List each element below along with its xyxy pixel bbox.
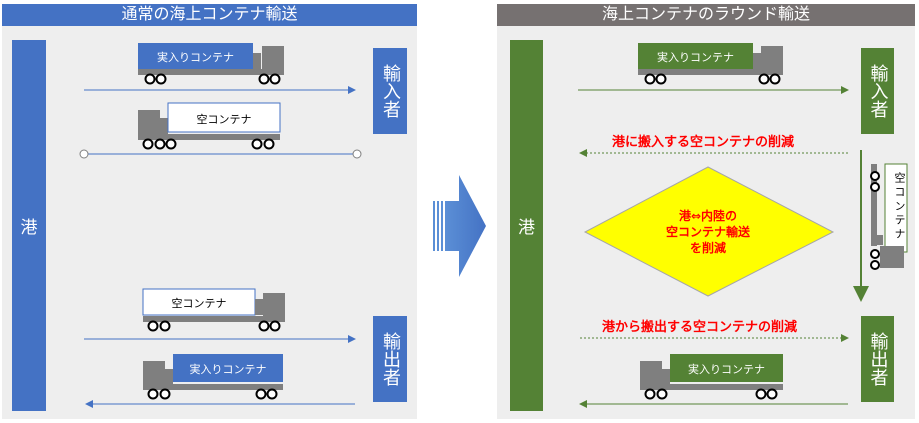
right-panel-title: 海上コンテナのラウンド輸送 [497, 4, 915, 26]
left-connector-line [79, 149, 362, 159]
left-export-empty-truck [142, 288, 285, 332]
reduction-outbound-text: 港から搬出する空コンテナの削減 [602, 320, 798, 335]
left-export-full-label: 実入りコンテナ [189, 363, 267, 376]
left-importer-box: 輸入者 [373, 48, 407, 134]
right-bottom-truck [640, 354, 783, 400]
left-export-full-truck [143, 354, 283, 400]
left-port-label: 港 [20, 218, 38, 238]
left-importer-label: 輸入者 [380, 64, 401, 118]
left-port-bar: 港 [12, 40, 46, 411]
right-importer-label: 輸入者 [867, 64, 889, 118]
transition-arrow-icon [433, 175, 486, 277]
diamond-text-line2: 空コンテナ輸送 [665, 225, 750, 239]
reduction-diamond [583, 166, 835, 297]
left-exporter-label: 輸出者 [380, 332, 401, 386]
right-vertical-truck [870, 163, 908, 270]
reduction-inbound-text: 港に搬入する空コンテナの削減 [612, 135, 795, 150]
right-top-container-label: 実入りコンテナ [657, 51, 734, 64]
right-exporter-label: 輸出者 [867, 332, 889, 386]
right-top-truck [638, 43, 783, 85]
left-top-container-label: 実入りコンテナ [157, 51, 234, 64]
left-top-truck [138, 43, 284, 85]
right-vertical-container-label: 空コンテナ [893, 172, 906, 242]
right-exporter-box: 輸出者 [861, 316, 894, 402]
left-empty-truck [138, 102, 281, 150]
right-port-bar: 港 [510, 40, 543, 411]
right-port-label: 港 [518, 218, 535, 238]
left-exporter-box: 輸出者 [373, 316, 407, 402]
right-bottom-container-label: 実入りコンテナ [688, 363, 765, 376]
left-empty-container-label: 空コンテナ [196, 113, 252, 126]
diamond-text: 港⇔内陸の 空コンテナ輸送 を削減 [640, 208, 776, 256]
left-export-empty-label: 空コンテナ [171, 297, 227, 310]
diamond-text-line3: を削減 [689, 241, 726, 255]
diamond-text-line1: 港⇔内陸の [678, 209, 738, 223]
left-panel-title: 通常の海上コンテナ輸送 [2, 4, 417, 26]
right-importer-box: 輸入者 [861, 48, 894, 134]
